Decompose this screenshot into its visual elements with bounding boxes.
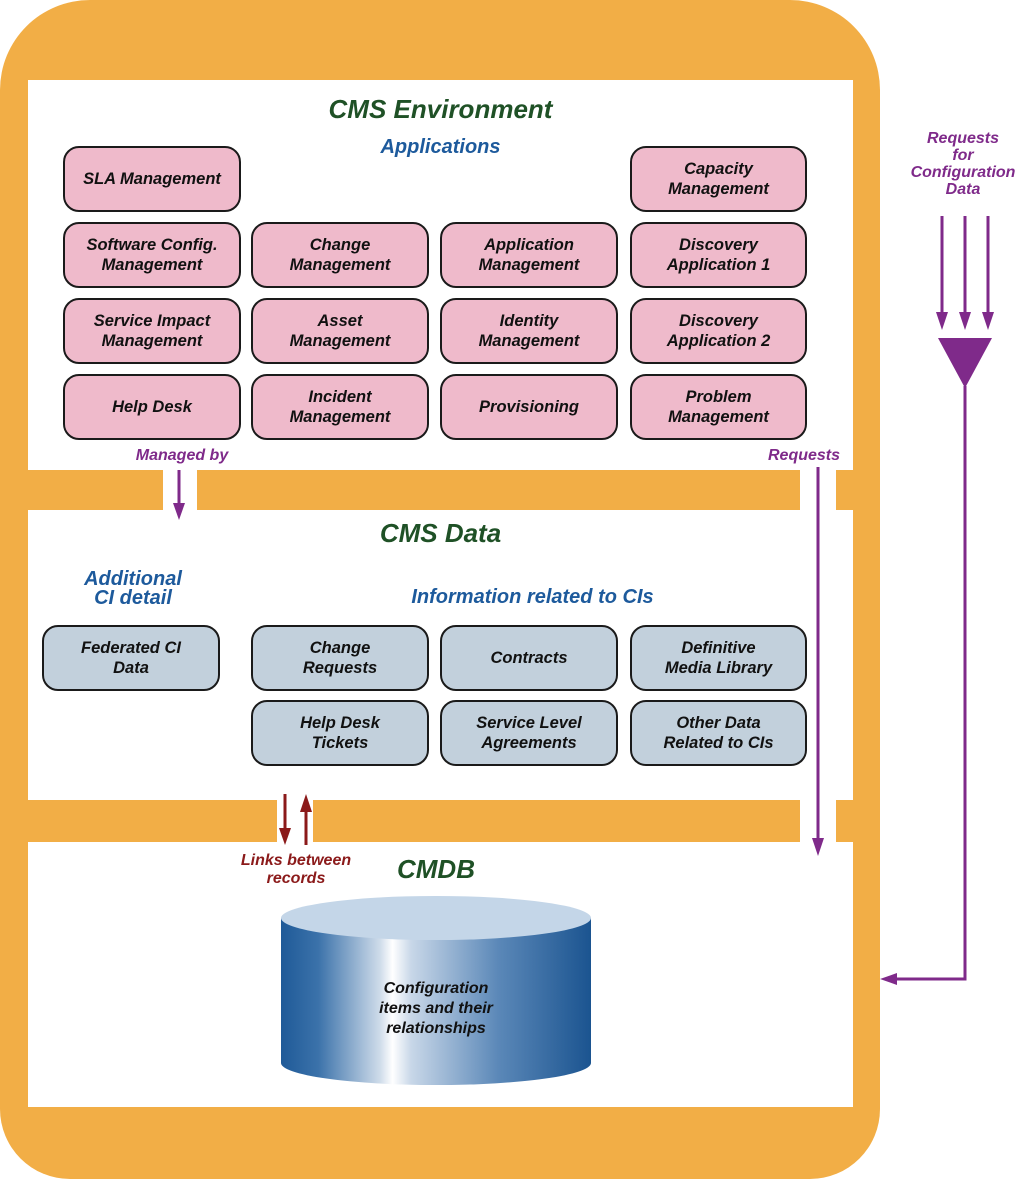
- cmdb-title: CMDB: [397, 854, 475, 884]
- links-between-records-label: Links between records: [240, 852, 352, 887]
- app-capacity-management[interactable]: Capacity Management: [630, 146, 807, 212]
- app-application-management[interactable]: Application Management: [440, 222, 618, 288]
- funnel-icon: [938, 338, 992, 388]
- app-provisioning[interactable]: Provisioning: [440, 374, 618, 440]
- data-help-desk-tickets[interactable]: Help Desk Tickets: [251, 700, 429, 766]
- app-asset-management[interactable]: Asset Management: [251, 298, 429, 364]
- app-discovery-application-2[interactable]: Discovery Application 2: [630, 298, 807, 364]
- cms-environment-title: CMS Environment: [328, 94, 553, 124]
- app-identity-management[interactable]: Identity Management: [440, 298, 618, 364]
- app-service-impact-management[interactable]: Service Impact Management: [63, 298, 241, 364]
- cmdb-cylinder-label: Configuration items and their relationsh…: [379, 980, 493, 1037]
- links-between-records-arrows: [279, 794, 312, 845]
- cms-data-title: CMS Data: [379, 518, 502, 548]
- config-data-return-arrow: [880, 386, 967, 985]
- requests-label: Requests: [767, 447, 841, 464]
- data-definitive-media-library[interactable]: Definitive Media Library: [630, 625, 807, 691]
- applications-heading: Applications: [380, 136, 501, 158]
- app-discovery-application-1[interactable]: Discovery Application 1: [630, 222, 807, 288]
- app-problem-management[interactable]: Problem Management: [630, 374, 807, 440]
- managed-by-arrow: [173, 470, 185, 520]
- additional-ci-detail-heading: Additional CI detail: [84, 568, 182, 609]
- info-related-to-cis-heading: Information related to CIs: [411, 586, 654, 608]
- cmdb-cylinder-icon: [281, 896, 591, 1085]
- app-help-desk[interactable]: Help Desk: [63, 374, 241, 440]
- app-sla-management[interactable]: SLA Management: [63, 146, 241, 212]
- app-software-config-management[interactable]: Software Config. Management: [63, 222, 241, 288]
- data-other-data-related-to-cis[interactable]: Other Data Related to CIs: [630, 700, 807, 766]
- data-federated-ci-data[interactable]: Federated CI Data: [42, 625, 220, 691]
- data-contracts[interactable]: Contracts: [440, 625, 618, 691]
- config-data-request-arrows: [936, 216, 994, 330]
- managed-by-label: Managed by: [135, 447, 229, 464]
- data-change-requests[interactable]: Change Requests: [251, 625, 429, 691]
- requests-for-config-data-label: Requests for Configuration Data: [910, 130, 1016, 198]
- app-incident-management[interactable]: Incident Management: [251, 374, 429, 440]
- data-service-level-agreements[interactable]: Service Level Agreements: [440, 700, 618, 766]
- requests-arrow: [812, 467, 824, 856]
- app-change-management[interactable]: Change Management: [251, 222, 429, 288]
